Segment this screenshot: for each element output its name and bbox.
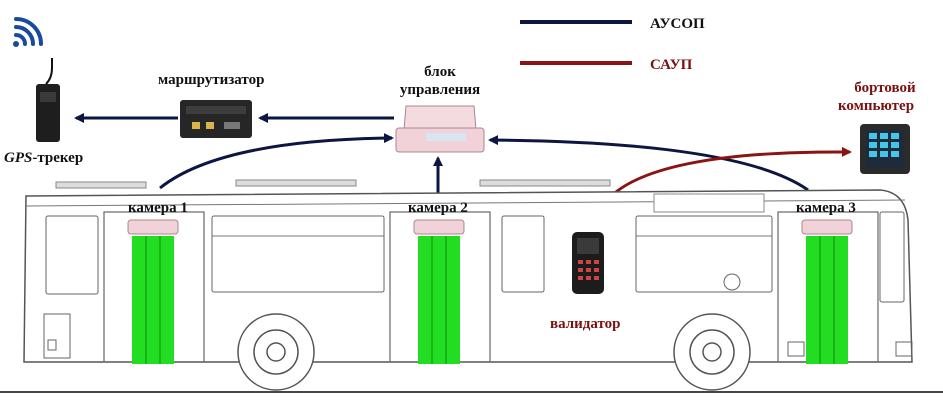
- control-unit: блок управления: [395, 64, 485, 153]
- wifi-icon: [13, 17, 43, 47]
- control-unit-label-line2: управления: [400, 82, 480, 98]
- arrow-camera1-to-control: [159, 133, 394, 190]
- gps-antenna-cable: [45, 58, 53, 85]
- bus-body: [23, 189, 913, 363]
- camera-1-beam: [132, 236, 174, 364]
- arrow-camera3-to-control: [488, 135, 809, 192]
- camera-2-label: камера 2: [408, 200, 468, 216]
- camera-2-device: [413, 219, 465, 235]
- validator: валидатор: [550, 232, 621, 332]
- onboard-computer-label-line1: бортовой: [854, 80, 916, 96]
- onboard-computer-label-line2: компьютер: [838, 98, 914, 114]
- wheel-front: [237, 313, 315, 391]
- legend: АУСОП САУП: [520, 16, 705, 73]
- wheel-rear: [673, 313, 751, 391]
- camera-2-beam: [418, 236, 460, 364]
- router-label: маршрутизатор: [158, 72, 264, 88]
- legend-saup-label: САУП: [650, 57, 693, 73]
- control-unit-device: [403, 105, 477, 131]
- camera-3-label: камера 3: [796, 200, 856, 216]
- control-unit-label-line1: блок: [424, 64, 456, 80]
- bus: камера 1 камера 2 камера 3 валидатор: [0, 179, 943, 393]
- gps-tracker-label: GPS-трекер: [4, 150, 83, 166]
- gps-tracker: GPS-трекер: [4, 17, 83, 166]
- legend-ausop-label: АУСОП: [650, 16, 705, 32]
- camera-3-device: [801, 219, 853, 235]
- camera-3-beam: [806, 236, 848, 364]
- camera-1-device: [127, 219, 179, 235]
- camera-1-label: камера 1: [128, 200, 188, 216]
- router: маршрутизатор: [158, 72, 264, 138]
- validator-label: валидатор: [550, 316, 621, 332]
- onboard-computer: бортовой компьютер: [838, 80, 916, 174]
- router-device: [180, 100, 252, 138]
